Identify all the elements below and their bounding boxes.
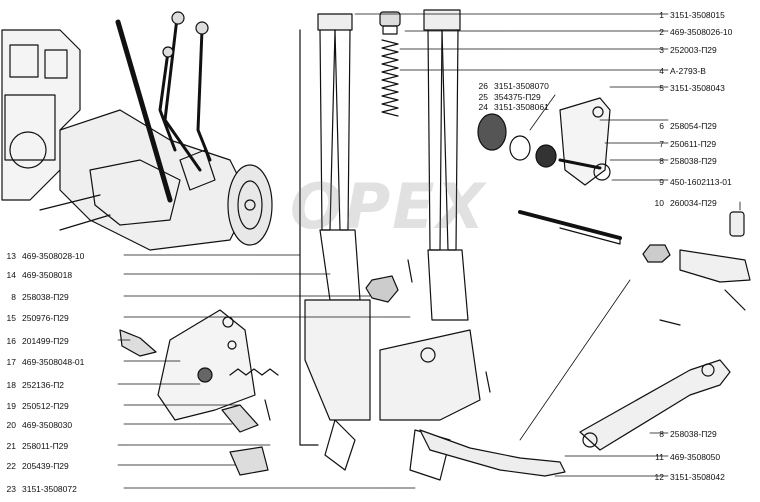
part-number: 8	[659, 429, 664, 439]
part-label: 6 258054-П29	[650, 121, 717, 131]
part-label: 4 А-2793-В	[650, 66, 706, 76]
part-label: 21 258011-П29	[2, 441, 69, 451]
part-code: 258038-П29	[22, 292, 69, 302]
part-number: 4	[659, 66, 664, 76]
sector-plate-assembly	[119, 309, 279, 476]
part-code: 469-3508026-10	[670, 27, 733, 37]
part-code: 469-3508050	[670, 452, 721, 462]
part-label: 8 258038-П29	[650, 156, 717, 166]
part-number: 7	[659, 139, 664, 149]
part-number: 17	[6, 357, 16, 367]
part-label: 1 3151-3508015	[650, 10, 725, 20]
part-number: 19	[6, 401, 16, 411]
part-code: 469-3508030	[22, 420, 73, 430]
part-label: 22 205439-П29	[2, 461, 69, 471]
part-code: 258038-П29	[670, 156, 717, 166]
part-number: 3	[659, 45, 664, 55]
part-label: 15 250976-П29	[2, 313, 69, 323]
part-label: 23 3151-3508072	[2, 484, 77, 494]
part-label: 19 250512-П29	[2, 401, 69, 411]
part-label: 11 469-3508050	[650, 452, 720, 462]
part-label: 25 354375-П29	[474, 92, 541, 102]
center-nut	[365, 259, 491, 393]
part-code: 252136-П2	[22, 380, 65, 390]
spring-assembly	[379, 11, 401, 117]
part-number: 11	[655, 452, 664, 462]
part-label: 18 252136-П2	[2, 380, 65, 390]
part-code: 354375-П29	[494, 92, 541, 102]
part-code: 250512-П29	[22, 401, 69, 411]
part-label: 8 258038-П29	[650, 429, 717, 439]
part-code: 469-3508018	[22, 270, 73, 280]
part-label: 20 469-3508030	[2, 420, 73, 430]
part-label: 10 260034-П29	[650, 198, 717, 208]
part-label: 8 258038-П29	[2, 292, 69, 302]
part-number: 5	[659, 83, 664, 93]
part-number: 9	[659, 177, 664, 187]
part-number: 26	[478, 81, 488, 91]
part-number: 8	[659, 156, 664, 166]
watermark-logo: OPEX	[290, 170, 487, 243]
part-label: 16 201499-П29	[2, 336, 69, 346]
part-code: 469-3508048-01	[22, 357, 85, 367]
part-number: 20	[6, 420, 16, 430]
part-code: 3151-3508043	[670, 83, 725, 93]
part-label: 14 469-3508018	[2, 270, 73, 280]
part-code: 205439-П29	[22, 461, 69, 471]
part-label: 5 3151-3508043	[650, 83, 725, 93]
part-number: 21	[6, 441, 16, 451]
part-label: 17 469-3508048-01	[2, 357, 85, 367]
part-number: 18	[6, 380, 16, 390]
part-number: 1	[659, 10, 664, 20]
part-label: 24 3151-3508061	[474, 102, 549, 112]
part-code: А-2793-В	[670, 66, 706, 76]
part-label: 13 469-3508028-10	[2, 251, 85, 261]
part-code: 3151-3508072	[22, 484, 77, 494]
part-number: 6	[659, 121, 664, 131]
part-code: 450-1602113-01	[670, 177, 732, 187]
part-number: 22	[6, 461, 16, 471]
part-number: 16	[6, 336, 16, 346]
part-code: 3151-3508015	[670, 10, 725, 20]
part-code: 469-3508028-10	[22, 251, 85, 261]
part-label: 26 3151-3508070	[474, 81, 549, 91]
part-label: 9 450-1602113-01	[650, 177, 732, 187]
part-number: 2	[659, 27, 664, 37]
part-number: 8	[11, 292, 16, 302]
part-code: 258011-П29	[22, 441, 69, 451]
pushrod-assembly	[518, 210, 751, 326]
brake-pedal-assembly	[299, 13, 371, 471]
bracket-assembly	[477, 97, 611, 186]
part-code: 3151-3508061	[494, 102, 549, 112]
part-number: 24	[478, 102, 488, 112]
gearbox-assembly	[1, 11, 273, 251]
part-number: 23	[6, 484, 16, 494]
part-number: 10	[654, 198, 664, 208]
part-number: 12	[654, 472, 664, 482]
clutch-pedal-assembly	[379, 9, 481, 481]
leader-lines	[117, 13, 741, 489]
part-label: 7 250611-П29	[650, 139, 716, 149]
part-code: 260034-П29	[670, 198, 717, 208]
part-label: 3 252003-П29	[650, 45, 717, 55]
part-code: 3151-3508042	[670, 472, 725, 482]
part-number: 25	[478, 92, 488, 102]
part-code: 258054-П29	[670, 121, 717, 131]
part-number: 13	[6, 251, 16, 261]
part-label: 12 3151-3508042	[650, 472, 725, 482]
part-code: 250976-П29	[22, 313, 69, 323]
part-number: 14	[6, 270, 16, 280]
lower-lever-assembly	[419, 359, 731, 477]
part-code: 250611-П29	[670, 139, 717, 149]
part-code: 258038-П29	[670, 429, 717, 439]
part-code: 252003-П29	[670, 45, 717, 55]
part-code: 201499-П29	[22, 336, 69, 346]
part-number: 15	[6, 313, 16, 323]
part-code: 3151-3508070	[494, 81, 549, 91]
part-label: 2 469-3508026-10	[650, 27, 732, 37]
